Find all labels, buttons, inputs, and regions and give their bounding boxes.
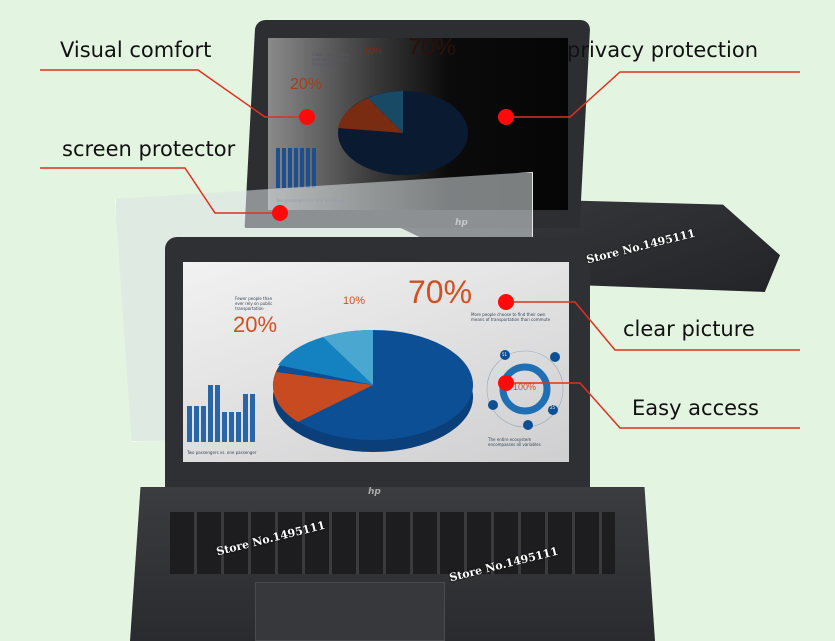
label-privacy-protection: privacy protection	[567, 38, 759, 62]
pie-chart-dark	[338, 91, 468, 175]
hp-logo-front: hp	[368, 487, 381, 497]
label-visual-comfort: Visual comfort	[60, 38, 212, 62]
touchpad	[255, 582, 445, 641]
callout-dot	[498, 375, 514, 391]
label-screen-protector: screen protector	[62, 137, 236, 161]
privacy-screen: Fewer people than ever rely on public tr…	[268, 34, 568, 210]
callout-dot	[299, 109, 315, 125]
pie-chart	[272, 329, 473, 452]
label-clear-picture: clear picture	[623, 317, 755, 341]
label-easy-access: Easy access	[632, 396, 759, 420]
callout-dot	[272, 205, 288, 221]
callout-dot	[498, 109, 514, 125]
bar-blocks	[276, 148, 316, 188]
callout-dot	[498, 294, 514, 310]
keyboard	[170, 512, 615, 574]
